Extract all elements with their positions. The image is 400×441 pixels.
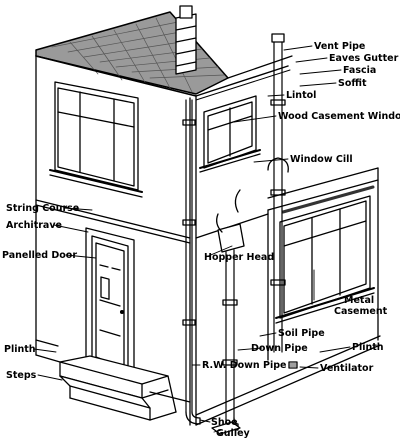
label-wood-casement-window: Wood Casement Window: [278, 111, 400, 122]
metal-casement-window: [275, 195, 375, 324]
ventilator: [288, 361, 298, 369]
label-lintol: Lintol: [286, 90, 317, 101]
label-rw-down-pipe: R.W. Down Pipe: [202, 360, 287, 371]
front-wall: [35, 55, 191, 426]
front-steps: [59, 355, 177, 421]
label-steps: Steps: [6, 370, 37, 381]
label-ventilator: Ventilator: [320, 363, 374, 374]
label-eaves-gutter: Eaves Gutter: [329, 53, 399, 64]
bay-extension: [267, 167, 379, 361]
label-plinth-right: Plinth: [352, 342, 384, 353]
label-panelled-door: Panelled Door: [2, 250, 78, 261]
label-string-course: String Course: [6, 203, 80, 214]
label-shoe: Shoe: [211, 417, 238, 428]
rw-down-pipe: [182, 99, 201, 425]
label-architrave: Architrave: [6, 220, 62, 231]
roof: [35, 11, 293, 101]
label-hopper-head: Hopper Head: [204, 252, 275, 263]
hopper-down-pipe: [216, 189, 245, 431]
label-down-pipe: Down Pipe: [251, 343, 308, 354]
label-gulley: Gulley: [216, 428, 250, 439]
label-window-cill: Window Cill: [290, 154, 353, 165]
label-soffit: Soffit: [338, 78, 367, 89]
upper-front-window: [49, 81, 143, 198]
label-metal-casement-line2: Casement: [334, 306, 388, 317]
label-soil-pipe: Soil Pipe: [278, 328, 325, 339]
label-fascia: Fascia: [343, 65, 377, 76]
label-vent-pipe: Vent Pipe: [314, 41, 366, 52]
label-plinth-left: Plinth: [4, 344, 36, 355]
leader-lines: [33, 45, 351, 433]
soil-vent-pipe: [267, 33, 289, 353]
chimney: [175, 5, 197, 75]
side-upper-window: [199, 95, 261, 173]
label-metal-casement-line1: Metal: [344, 295, 375, 306]
side-wall: [195, 95, 381, 426]
